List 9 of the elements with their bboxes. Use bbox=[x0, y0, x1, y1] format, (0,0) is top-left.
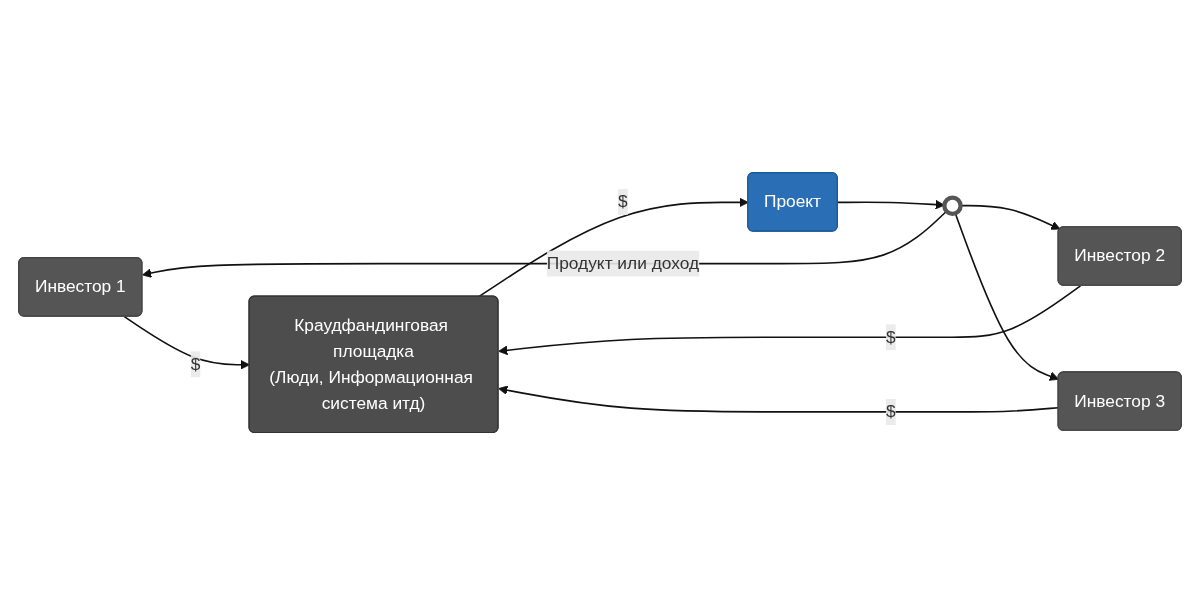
node-circle bbox=[942, 195, 963, 216]
edge-label: $ bbox=[190, 354, 201, 373]
arrow bbox=[498, 284, 1082, 355]
arrow bbox=[123, 315, 250, 370]
edge-label: $ bbox=[886, 402, 896, 421]
edge-label: $ bbox=[886, 327, 896, 346]
edge-label: $ bbox=[618, 192, 628, 211]
arrow bbox=[142, 210, 948, 278]
edge-label: Продукт или доход bbox=[546, 253, 700, 273]
